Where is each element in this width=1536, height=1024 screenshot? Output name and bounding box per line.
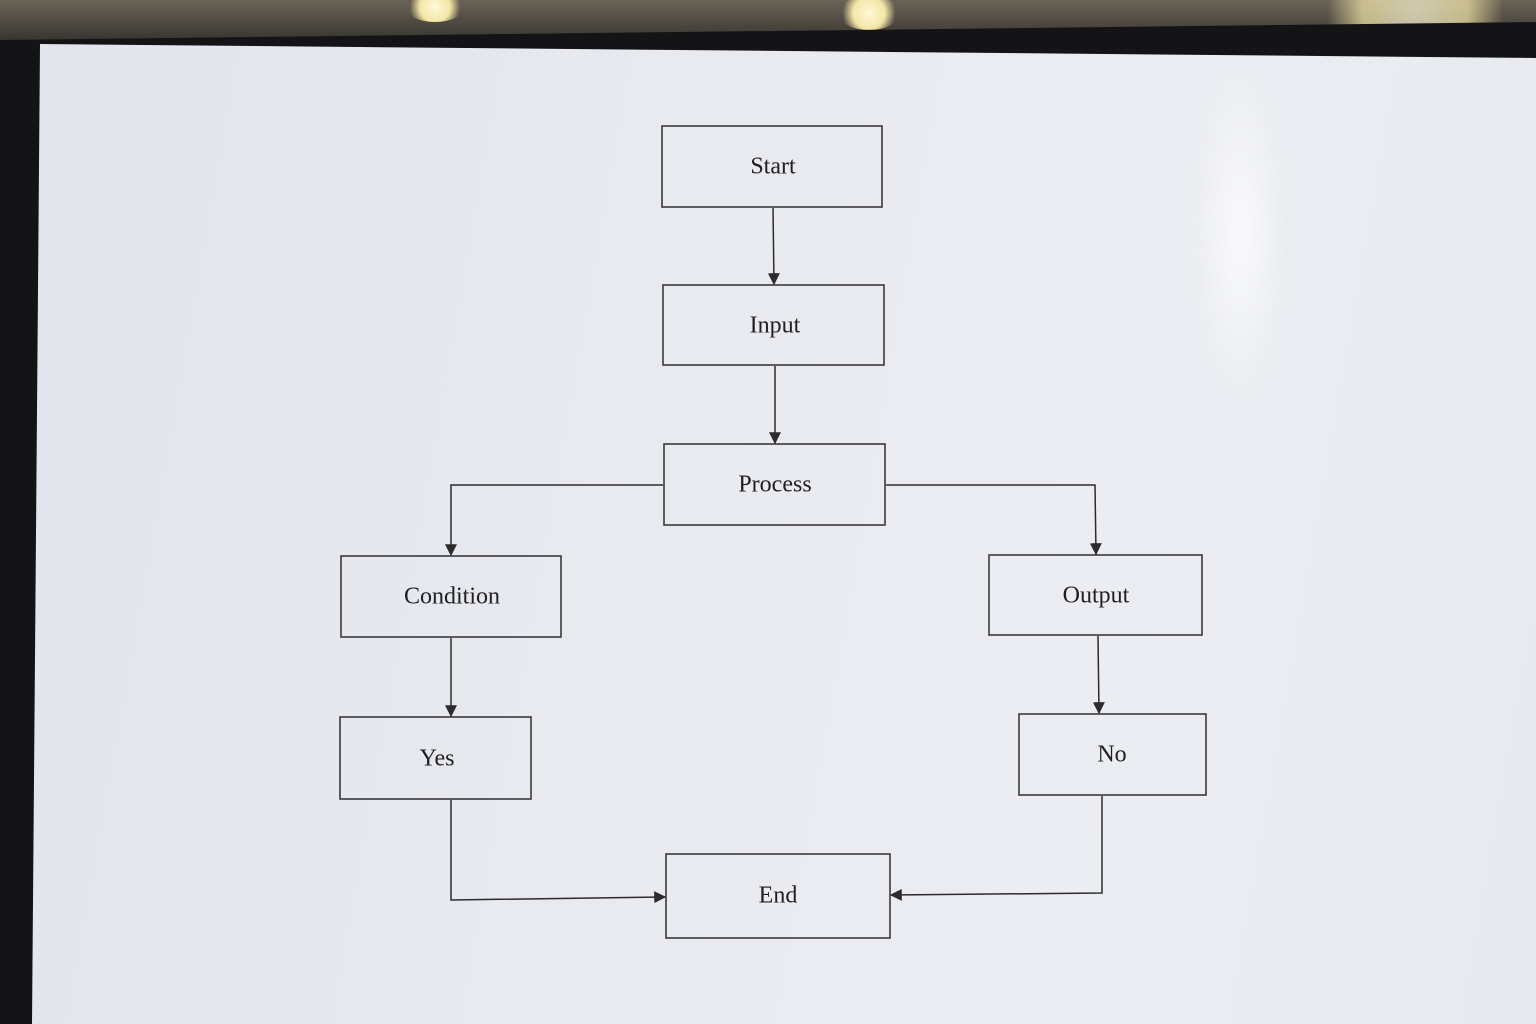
screen-glare: [1195, 70, 1285, 400]
node-no-label: No: [1097, 742, 1126, 768]
node-yes-label: Yes: [420, 746, 455, 772]
edge-process-output: [886, 484, 1102, 556]
node-end: End: [665, 853, 891, 939]
node-yes-box: [339, 716, 532, 800]
node-output-box: [988, 554, 1203, 636]
node-input-label: Input: [750, 313, 801, 339]
node-output: Output: [988, 554, 1203, 636]
node-process-box: [663, 443, 886, 526]
edge-process-condition: [445, 484, 663, 557]
node-start-label: Start: [750, 154, 796, 180]
node-end-box: [665, 853, 891, 939]
edge-yes-end: [450, 800, 667, 904]
edge-start-input: [767, 207, 780, 286]
node-input: Input: [662, 284, 885, 366]
edges: [445, 207, 1105, 904]
node-no-box: [1018, 713, 1207, 796]
node-yes: Yes: [339, 716, 532, 800]
ceiling-light: [838, 0, 900, 30]
edge-output-no: [1092, 635, 1105, 715]
node-start-box: [661, 125, 883, 208]
node-process-label: Process: [738, 472, 811, 498]
node-process: Process: [663, 443, 886, 526]
edge-no-end: [889, 796, 1103, 901]
node-condition-label: Condition: [404, 584, 500, 610]
node-no: No: [1018, 713, 1207, 796]
node-input-box: [662, 284, 885, 366]
node-end-label: End: [759, 883, 798, 909]
node-condition-box: [340, 555, 562, 638]
node-condition: Condition: [340, 555, 562, 638]
node-output-label: Output: [1063, 583, 1130, 609]
node-start: Start: [661, 125, 883, 208]
ceiling-light: [405, 0, 465, 22]
